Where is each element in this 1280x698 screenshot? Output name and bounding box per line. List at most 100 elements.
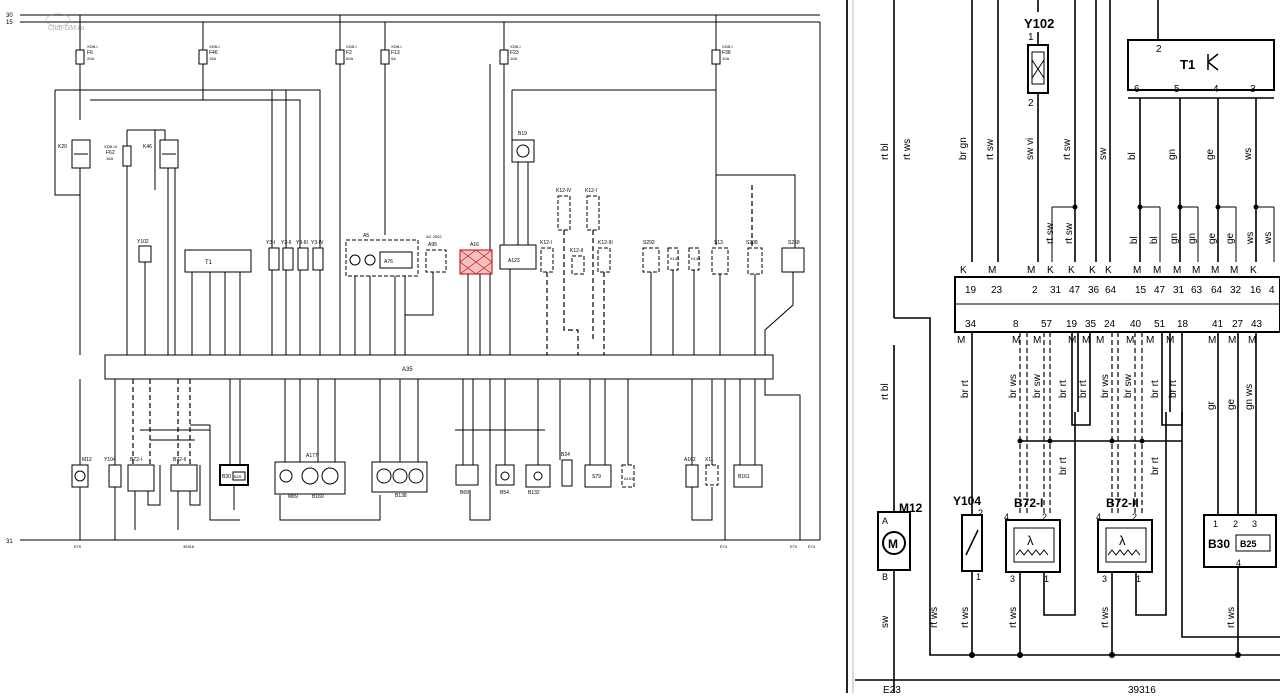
component-label: M89 — [288, 494, 298, 500]
fuse-f6: XDB-I F6 20A — [75, 15, 98, 120]
wire-label: br ws — [1100, 374, 1111, 398]
component-label: Y102 — [1024, 16, 1054, 31]
connector-top-pins: 19 23 2 31 47 36 64 15 47 31 63 64 32 16… — [965, 285, 1275, 296]
fuse-rating: 15A — [106, 156, 113, 161]
component-label: K12-I — [540, 240, 552, 246]
left-k12-group: K12-I K12-IV K12-II K12-III K12-I — [540, 188, 613, 355]
left-a162: A162 — [684, 457, 713, 521]
component-label: B169 — [312, 494, 324, 500]
pin-label: 1 — [976, 572, 981, 582]
pin-label: 1 — [1136, 574, 1141, 584]
pin-number: 47 — [1154, 285, 1166, 296]
right-upper-wires — [893, 0, 1275, 318]
wire-label: gn ws — [1244, 384, 1255, 410]
component-label: A162 — [684, 457, 696, 463]
component-label: K12-I — [585, 188, 597, 194]
fuse-name: F6 — [87, 50, 93, 56]
left-ecu-a35: A35 — [104, 354, 774, 380]
right-b72-i: B72-I 4 2 λ 3 1 — [1004, 412, 1076, 655]
right-top-wire-labels: rt bl rt ws br gn rt sw sw vi rt sw sw b… — [880, 137, 1254, 161]
wire-label: bl — [1127, 152, 1138, 160]
fuse-rating: 20A — [87, 56, 94, 61]
component-label: Y104 — [953, 494, 981, 508]
rail-15-label: 15 — [6, 20, 13, 26]
fuse-rating: 5A — [391, 56, 396, 61]
wire-label: br rt — [1150, 457, 1161, 475]
note-label: AC 2002 — [426, 234, 442, 239]
pin-number: 40 — [1130, 319, 1142, 330]
left-b69: B69 — [455, 464, 479, 496]
wire-label: rt bl — [880, 143, 891, 160]
pin-label: 6 — [1134, 84, 1140, 95]
left-m89: M89 A177 B169 — [274, 453, 346, 500]
pin-type: K — [1068, 265, 1075, 276]
wire-label: br rt — [1058, 380, 1069, 398]
component-label: Y3-III — [296, 240, 308, 246]
right-y102: Y102 1 2 — [1024, 0, 1054, 262]
pin-number: 64 — [1211, 285, 1223, 296]
left-s258: S258 — [764, 185, 805, 355]
lambda-symbol: λ — [1119, 533, 1126, 548]
pin-number: 27 — [1232, 319, 1244, 330]
pin-type: M — [1096, 335, 1104, 346]
rail-31-label: 31 — [6, 539, 13, 545]
component-label: K12-III — [598, 240, 613, 246]
pin-number: 43 — [1251, 319, 1263, 330]
overview-panel: 30 15 Club-GM.ru XDB-I F6 20A XDB-I F46 … — [6, 13, 821, 549]
pin-type: M — [1248, 335, 1256, 346]
component-label: A76 — [384, 259, 393, 265]
pin-label: 2 — [1132, 512, 1137, 522]
pin-number: 34 — [965, 319, 977, 330]
connector-top-types: K M M K K K K M M M M M M K — [960, 265, 1257, 276]
pin-type: K — [1250, 265, 1257, 276]
ground-label: 39316 — [1128, 685, 1156, 693]
pin-number: 64 — [1105, 285, 1117, 296]
component-label: A123 — [508, 258, 520, 264]
pin-type: M — [1153, 265, 1161, 276]
wire-label: rt ws — [1226, 607, 1237, 628]
left-y104: Y104 — [104, 457, 122, 540]
pin-number: 63 — [1191, 285, 1203, 296]
lower-wires — [79, 22, 821, 540]
pin-label: 4 — [1213, 84, 1219, 95]
ecu-label: A35 — [402, 367, 413, 373]
component-label: B30 — [222, 474, 231, 480]
right-bottom-wire-labels: sw rt ws rt ws rt ws rt ws rt ws — [880, 607, 1237, 628]
pin-label: 2 — [1233, 519, 1238, 529]
fuse-f46: XDB-I F46 15A — [198, 22, 220, 100]
wire-label: ge — [1225, 232, 1236, 244]
wire-label: ge — [1207, 232, 1218, 244]
left-a95: AC 2002 A95 — [405, 234, 447, 316]
component-label: B72-II — [1106, 496, 1139, 510]
rail-30-label: 30 — [6, 13, 13, 19]
component-label: S292 — [643, 240, 655, 246]
pin-number: 32 — [1230, 285, 1242, 296]
fuse-name: F46 — [209, 50, 218, 56]
watermark: Club-GM.ru — [45, 13, 84, 32]
wire-label: br gn — [958, 137, 969, 160]
pin-number: 19 — [1066, 319, 1078, 330]
left-s79: S79 — [584, 464, 612, 488]
wire-label: br rt — [1078, 380, 1089, 398]
ground-label: E70 — [790, 544, 798, 549]
right-ground: E23 39316 — [855, 637, 1280, 696]
wire-label: ge — [1226, 398, 1237, 410]
left-b30: B30 B25 — [219, 464, 249, 510]
fuse-hdr: XDB-I — [391, 44, 402, 49]
pin-label: 3 — [1250, 84, 1256, 95]
wire-label: rt ws — [902, 139, 913, 160]
wire-label: ws — [1243, 148, 1254, 161]
pin-label: 1 — [1213, 519, 1218, 529]
pin-number: 41 — [1212, 319, 1224, 330]
left-b72-i: B72-I — [127, 457, 161, 530]
component-label: S79 — [592, 474, 601, 480]
component-label: B72-II — [173, 457, 186, 463]
zoom-panel: Y102 1 2 T1 2 6 5 4 3 — [846, 0, 1280, 696]
left-a5: A5 A76 — [345, 233, 419, 355]
right-m12: A M B M12 — [877, 345, 923, 693]
fuse-name: F23 — [510, 50, 519, 56]
wire-label: ws — [1245, 232, 1256, 245]
component-label: Y104 — [104, 457, 116, 463]
pin-type: M — [1211, 265, 1219, 276]
